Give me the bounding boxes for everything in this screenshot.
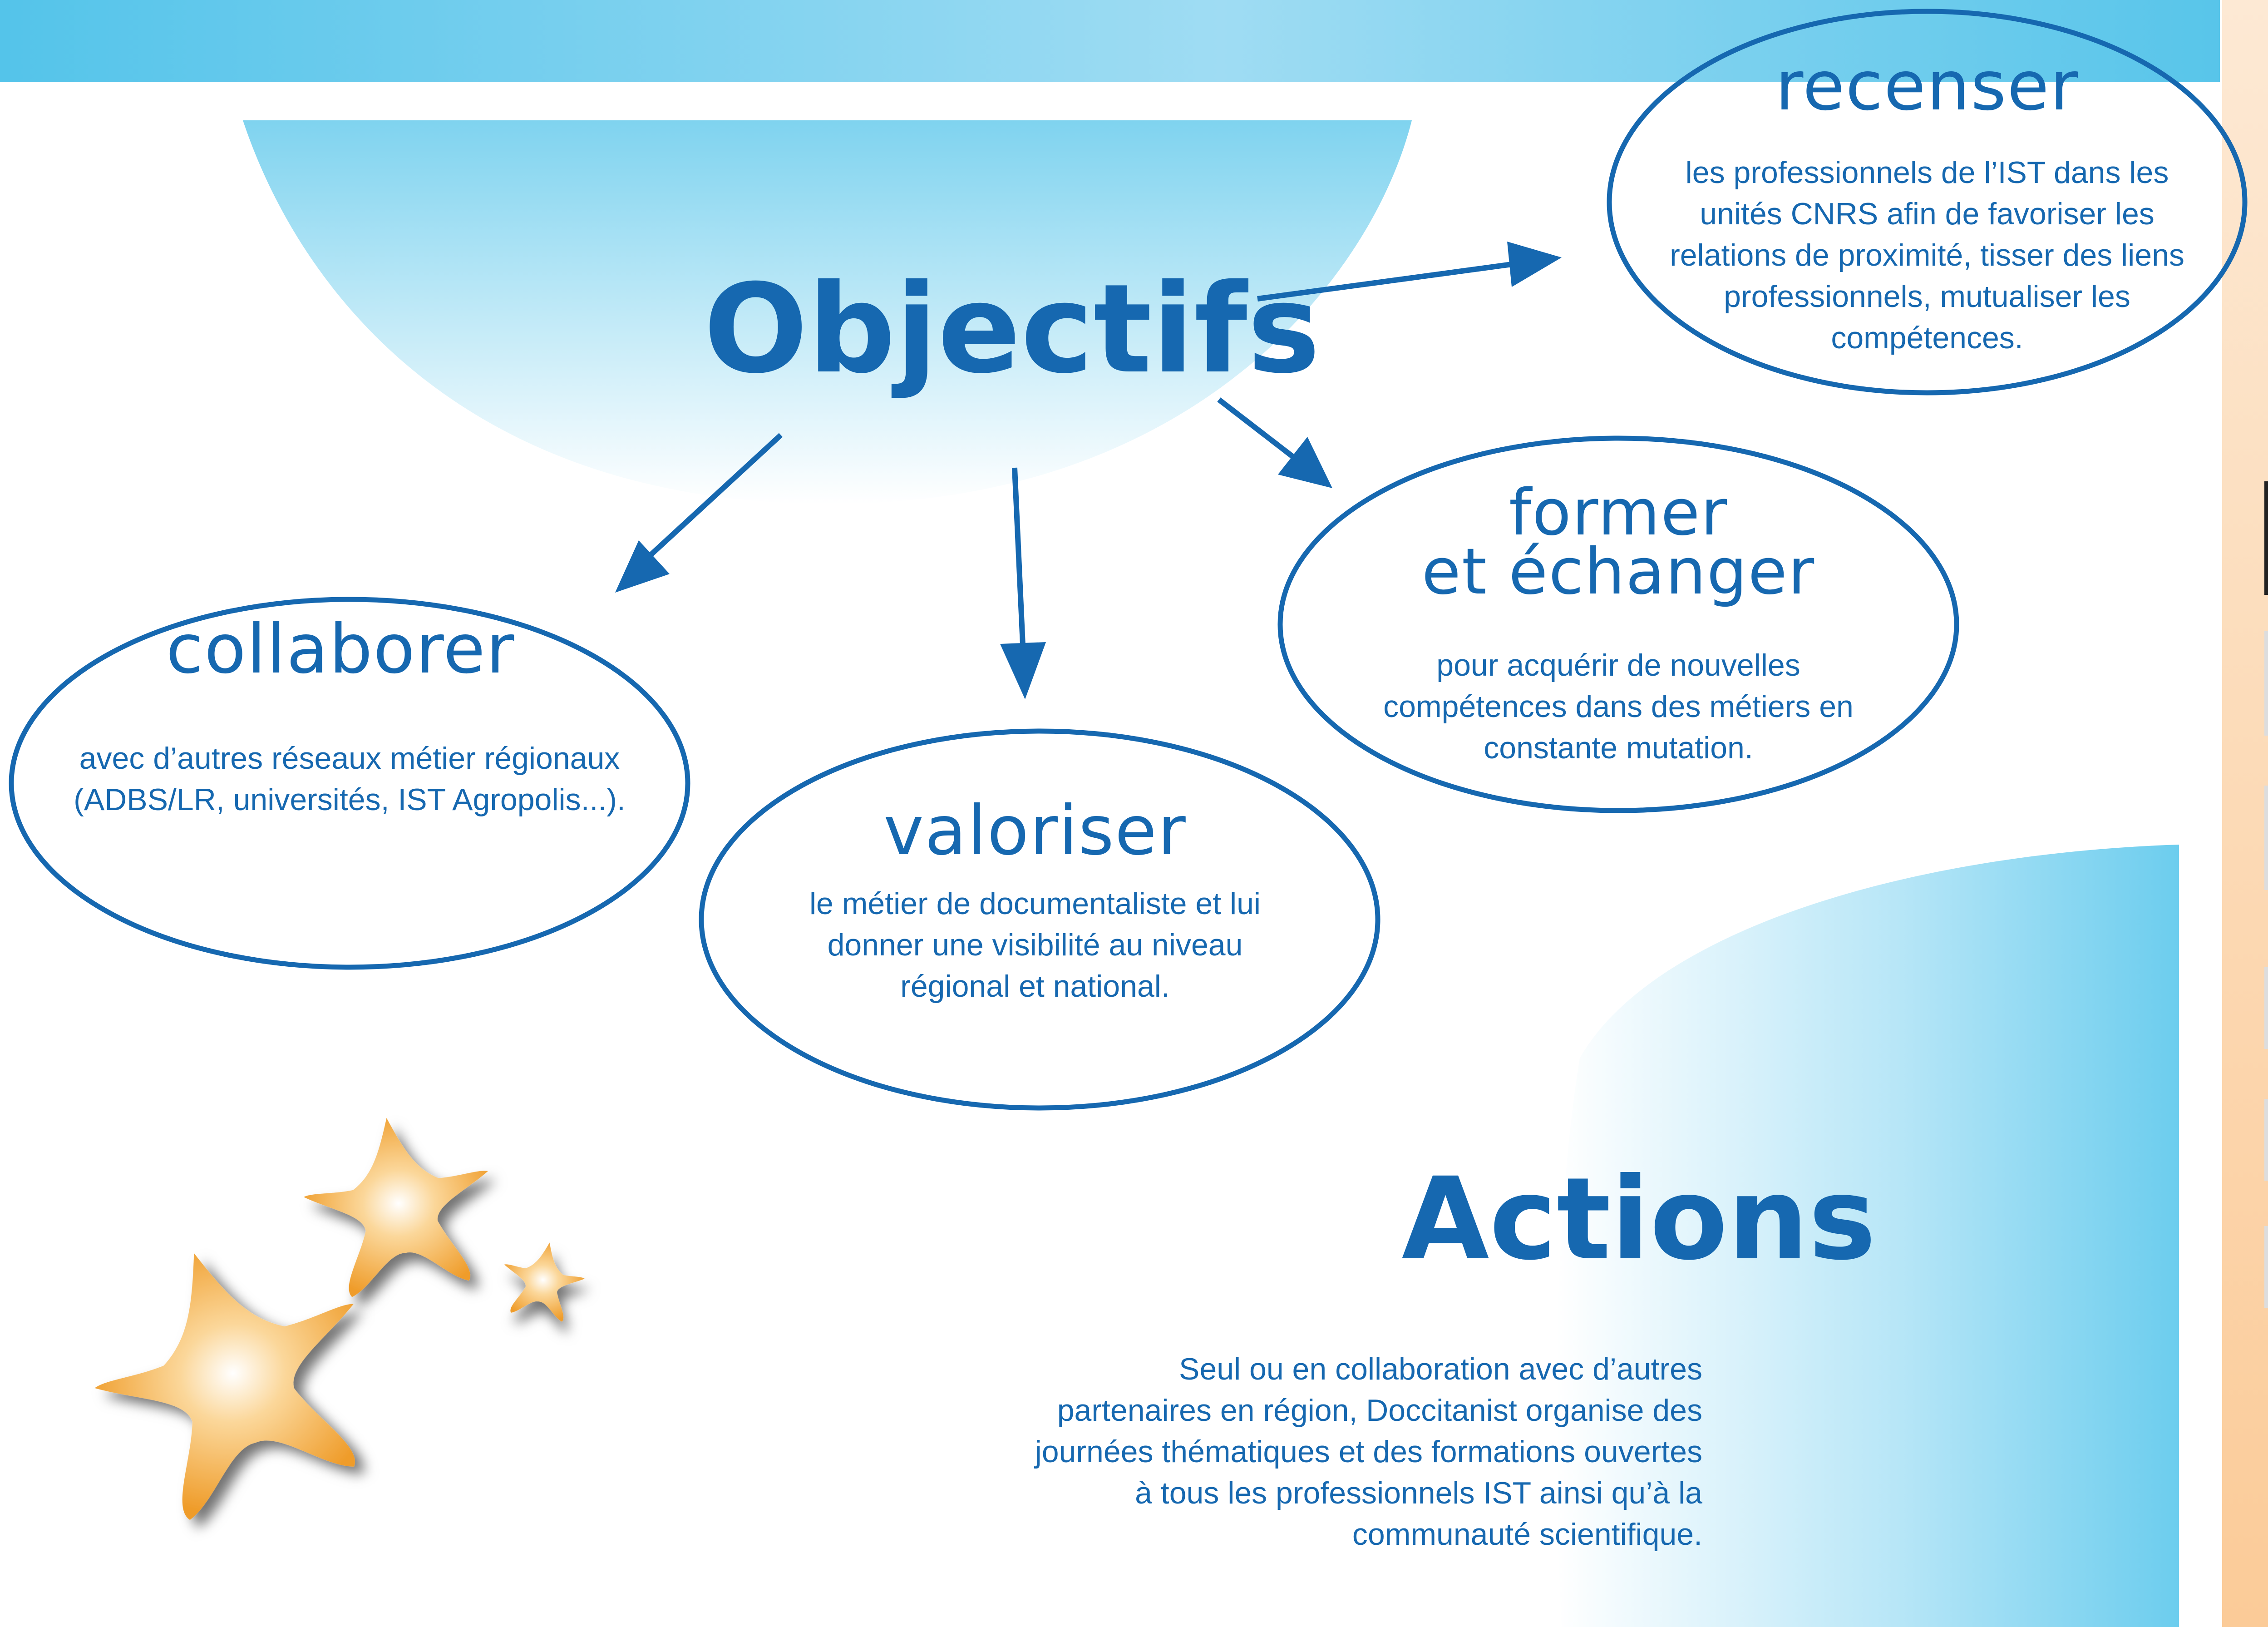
arrow-to-recenser — [1257, 242, 1562, 302]
objectifs-title: Objectifs — [704, 257, 1321, 401]
collaborer-ellipse — [9, 597, 690, 970]
valoriser-title: valoriser — [883, 791, 1187, 870]
small-star-icon — [504, 1242, 585, 1322]
side-strip-mark-1 — [2264, 481, 2268, 595]
recenser-text: les professionnels de l’IST dans les uni… — [1670, 155, 2184, 355]
valoriser-ellipse — [699, 728, 1381, 1111]
former-text: pour acquérir de nouvelles compétences d… — [1383, 648, 1854, 765]
side-strip — [2222, 0, 2268, 1627]
top-band — [0, 0, 2220, 82]
arrow-to-former — [1217, 397, 1332, 488]
valoriser-text: le métier de documentaliste et lui donne… — [809, 886, 1261, 1004]
objectifs-bowl — [243, 120, 1412, 504]
former-title-line2: et échanger — [1421, 535, 1815, 609]
side-strip-mark-6 — [2264, 1226, 2268, 1308]
former-ellipse — [1277, 435, 1959, 813]
actions-text: Seul ou en collaboration avec d’autres p… — [1035, 1352, 1702, 1552]
medium-star-icon — [303, 1118, 488, 1297]
collaborer-text: avec d’autres réseaux métier régionaux (… — [74, 741, 626, 817]
collaborer-title: collaborer — [166, 610, 515, 689]
side-strip-mark-4 — [2264, 967, 2268, 1049]
side-strip-mark-3 — [2264, 786, 2268, 890]
side-strip-mark-2 — [2264, 631, 2268, 736]
large-star-icon — [94, 1253, 355, 1520]
recenser-title: recenser — [1775, 47, 2079, 126]
actions-backdrop — [1556, 845, 2179, 1627]
actions-title: Actions — [1401, 1153, 1876, 1285]
arrow-to-collaborer — [615, 433, 783, 593]
arrow-to-valoriser — [1000, 467, 1046, 699]
recenser-ellipse — [1607, 9, 2248, 396]
side-strip-mark-5 — [2264, 1099, 2268, 1181]
former-title-line1: former — [1509, 476, 1728, 550]
